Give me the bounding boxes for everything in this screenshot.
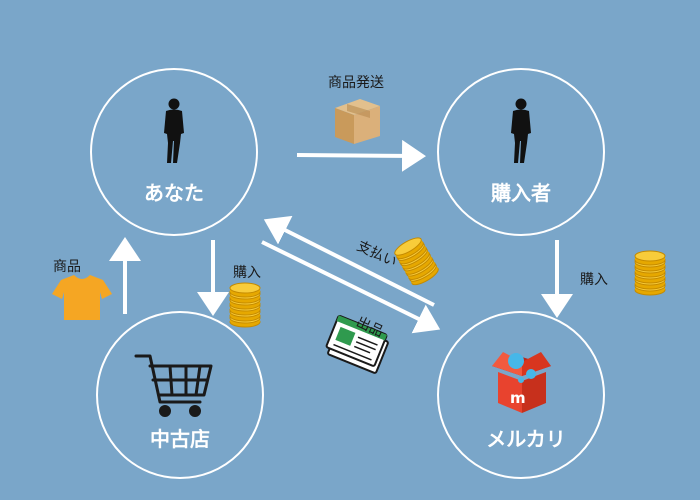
node-label-used-shop: 中古店 [150,427,210,451]
node-label-mercari: メルカリ [486,427,565,451]
shopping-cart-icon [134,354,213,417]
arrow-ship [296,139,426,172]
coin-stack-icon [393,235,441,288]
arrow-payment [263,215,435,307]
person-silhouette-icon [511,98,531,163]
person-silhouette-icon [164,98,184,163]
svg-text:m: m [510,389,526,407]
edge-label-ship: 商品発送 [328,75,384,91]
edge-label-purchase-buyer: 購入 [580,272,608,288]
node-mercari-circle [437,311,605,479]
edge-label-purchase-used: 購入 [233,265,261,281]
arrow-listing [261,240,441,334]
node-you-circle [90,68,258,236]
node-label-you: あなた [144,181,204,205]
mercari-box-icon: m [492,352,551,413]
t-shirt-icon [52,275,112,320]
laptop-listing-icon [325,315,389,374]
coin-stack-icon [230,283,260,327]
coin-stack-icon [635,251,665,295]
node-buyer-circle [437,68,605,236]
edge-label-goods: 商品 [53,259,81,275]
node-label-buyer: 購入者 [491,181,551,205]
edge-label-payment: 支払い [354,238,399,270]
node-used-shop-circle [96,311,264,479]
cardboard-box-icon [335,99,380,144]
